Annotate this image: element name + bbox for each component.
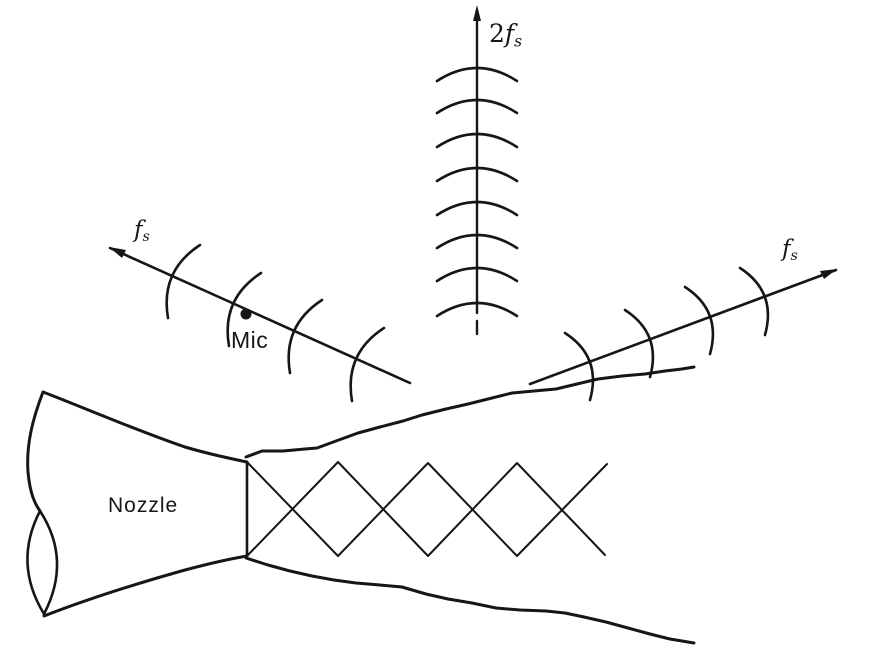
nozzle-bottom-contour (42, 554, 249, 618)
wavefront-arc (435, 66, 519, 83)
label-mic: Mic (231, 327, 269, 353)
wavefront-arc (435, 98, 519, 115)
nozzle-inlet-lens-right (38, 509, 59, 616)
ray-2fs-arrowhead-icon (473, 5, 481, 21)
shock-zigzag-upper-start (246, 461, 608, 557)
wavefront-arc (435, 301, 519, 318)
wavefront-arc (287, 298, 324, 375)
shock-cell-pattern (246, 461, 608, 557)
label-fs-right: fs (782, 236, 798, 264)
wavefront-arc (435, 233, 519, 250)
wavefront-arc (349, 326, 386, 403)
label-nozzle: Nozzle (108, 494, 179, 517)
jet-lower-boundary (244, 556, 696, 645)
wavefront-arc (623, 308, 655, 379)
wavefront-arc (683, 285, 715, 356)
wavefront-arc (226, 271, 263, 348)
label-2fs-symbol: f (504, 19, 515, 48)
ray-fs-left-line (108, 246, 412, 385)
wavefront-arc (435, 166, 519, 183)
label-fs-left: fs (134, 217, 150, 245)
ray-fs-left-arrowhead-icon (109, 247, 126, 258)
wavefront-arc (435, 132, 519, 149)
wavefront-arc (738, 266, 770, 337)
shock-zigzag-lower-start (246, 461, 606, 557)
ray-fs-right-line (528, 268, 838, 386)
wavefront-arc (165, 243, 202, 320)
label-fs-left-symbol: f (134, 217, 143, 243)
wavefront-arc (563, 331, 595, 402)
wavefront-arc (435, 200, 519, 217)
microphone-dot (240, 308, 252, 320)
label-fs-left-subscript: s (142, 228, 150, 245)
label-2fs-prefix: 2 (489, 19, 505, 48)
label-2fs: 2fs (489, 21, 522, 50)
label-2fs-subscript: s (514, 32, 523, 51)
ray-fs-right-arrowhead-icon (820, 269, 837, 279)
wavefront-arc (435, 266, 519, 283)
nozzle-left-edge (26, 390, 45, 513)
jet-upper-boundary (244, 365, 696, 459)
nozzle-outline (26, 390, 249, 618)
nozzle-top-contour (41, 390, 249, 464)
jet-boundaries (244, 365, 696, 645)
label-fs-right-subscript: s (790, 247, 798, 264)
label-fs-right-symbol: f (782, 236, 791, 262)
nozzle-inlet-lens-left (26, 509, 46, 616)
ray-fs-left (108, 243, 412, 403)
ray-2fs-vertical (435, 5, 519, 340)
ray-fs-right (528, 266, 838, 402)
